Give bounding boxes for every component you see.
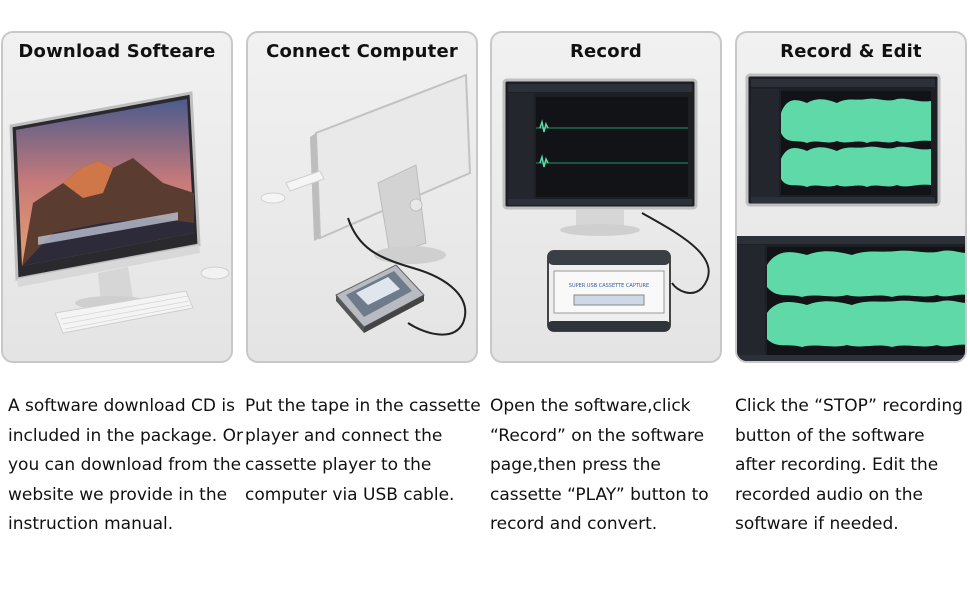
step-description: Put the tape in the cassette player and … [245, 396, 481, 505]
step-title: Connect Computer [266, 41, 458, 62]
step-description: Open the software,click “Record” on the … [490, 396, 709, 534]
step-title: Record [569, 41, 643, 62]
cassette-label: SUPER USB CASSETTE CAPTURE [569, 283, 649, 289]
step-panel-record: SUPER USB CASSETTE CAPTURE Record [490, 31, 722, 363]
step-panel-record-edit: Record & Edit [735, 31, 967, 363]
step-panel-download: Download Softeare [1, 31, 233, 363]
step-panel-connect: Connect Computer [246, 31, 478, 363]
imac-illustration [9, 91, 230, 334]
step-description: Click the “STOP” recording button of the… [735, 396, 963, 534]
record-edit-illustration [737, 73, 965, 361]
computer-cassette-illustration [260, 73, 472, 336]
record-illustration: SUPER USB CASSETTE CAPTURE [502, 78, 710, 332]
step-title: Download Softeare [18, 41, 216, 62]
step-description: A software download CD is included in th… [8, 396, 243, 534]
step-title: Record & Edit [780, 41, 922, 62]
